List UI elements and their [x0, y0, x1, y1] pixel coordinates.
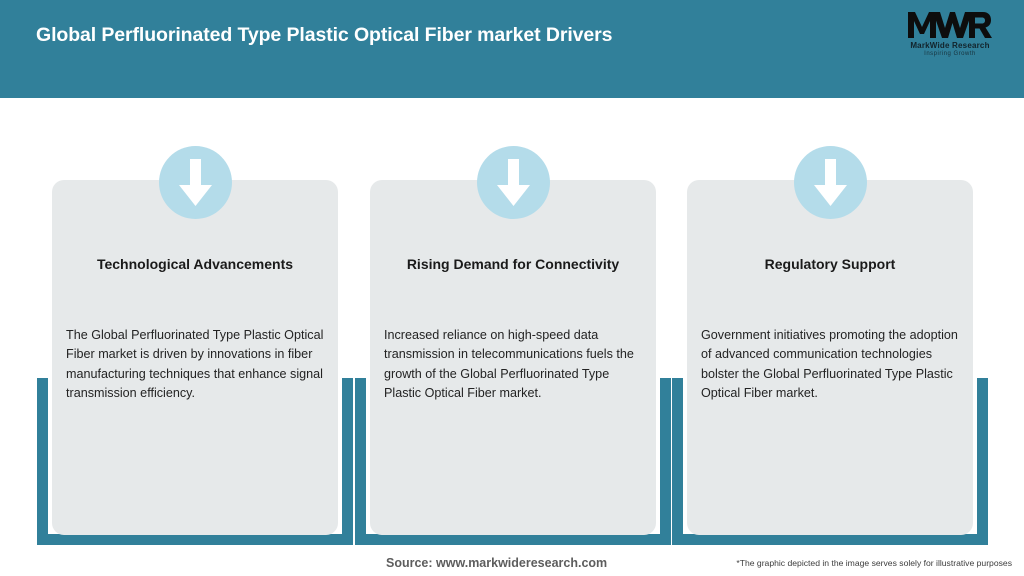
down-arrow-glyph [179, 159, 212, 206]
header-banner: Global Perfluorinated Type Plastic Optic… [0, 0, 1024, 98]
mwr-logo-icon [908, 12, 992, 38]
frame-bottom-bar [355, 534, 671, 545]
card-body-text: The Global Perfluorinated Type Plastic O… [66, 328, 324, 400]
down-arrow-icon [477, 146, 550, 219]
down-arrow-icon [794, 146, 867, 219]
frame-bottom-bar [672, 534, 988, 545]
down-arrow-glyph [497, 159, 530, 206]
card-heading: Regulatory Support [764, 256, 896, 272]
source-label: Source: www.markwideresearch.com [386, 556, 608, 570]
card-frame-accent [355, 378, 671, 545]
frame-bottom-bar [37, 534, 353, 545]
disclaimer-note: *The graphic depicted in the image serve… [736, 558, 1012, 568]
card-panel: Rising Demand for Connectivity Increased… [370, 180, 656, 535]
card-panel: Regulatory Support Government initiative… [687, 180, 973, 535]
frame-right-bar [660, 378, 671, 538]
driver-card[interactable]: Rising Demand for Connectivity Increased… [355, 98, 671, 545]
logo-tagline: Inspiring Growth [924, 51, 976, 57]
card-heading: Technological Advancements [96, 256, 294, 272]
frame-left-bar [672, 378, 683, 538]
card-frame-accent [672, 378, 988, 545]
frame-right-bar [977, 378, 988, 538]
frame-left-bar [355, 378, 366, 538]
down-arrow-icon [159, 146, 232, 219]
page-title: Global Perfluorinated Type Plastic Optic… [36, 24, 613, 46]
card-frame-accent [37, 378, 353, 545]
frame-left-bar [37, 378, 48, 538]
frame-right-bar [342, 378, 353, 538]
down-arrow-glyph [814, 159, 847, 206]
card-panel: Technological Advancements The Global Pe… [52, 180, 338, 535]
logo-company-name: MarkWide Research [910, 41, 990, 50]
driver-card[interactable]: Regulatory Support Government initiative… [672, 98, 988, 545]
card-body-text: Increased reliance on high-speed data tr… [384, 328, 634, 400]
markwide-research-logo: MarkWide Research Inspiring Growth [898, 10, 1002, 64]
driver-card[interactable]: Technological Advancements The Global Pe… [37, 98, 353, 545]
card-body-text: Government initiatives promoting the ado… [701, 328, 958, 400]
drivers-card-row: Technological Advancements The Global Pe… [0, 98, 1024, 545]
card-heading: Rising Demand for Connectivity [406, 256, 620, 272]
